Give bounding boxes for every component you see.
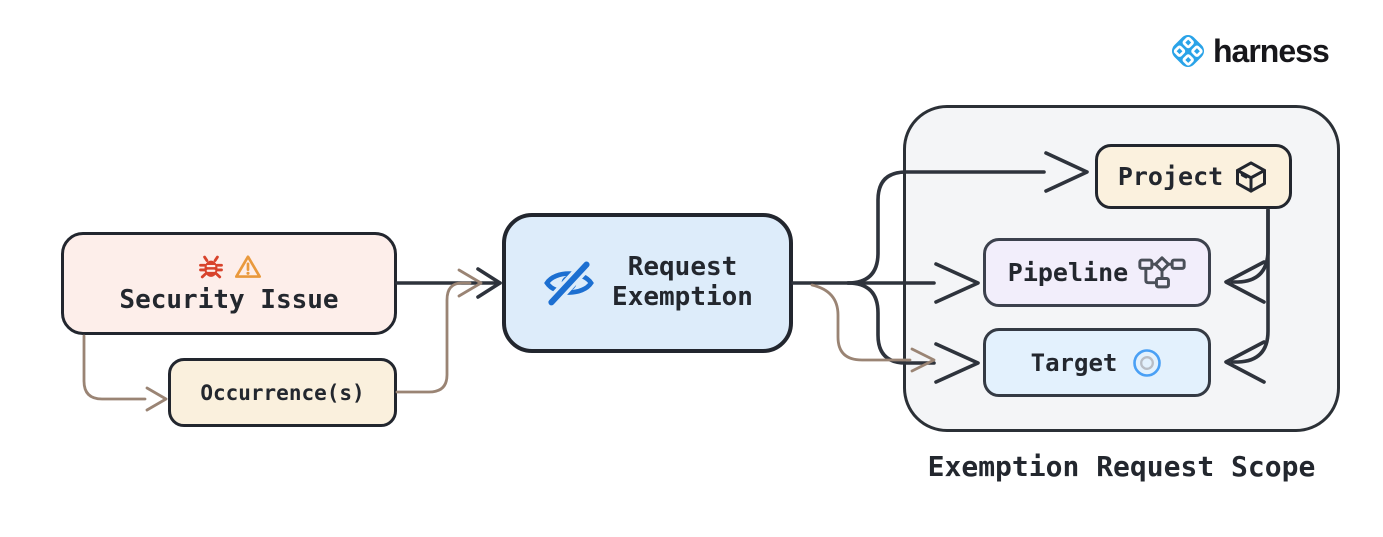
harness-logo-icon <box>1166 29 1210 73</box>
request-exemption-label: Request Exemption <box>612 252 753 313</box>
target-label: Target <box>1030 348 1118 377</box>
edge-arrowhead-request-exemption-brown <box>457 268 483 298</box>
target-icon <box>1131 347 1163 379</box>
pipeline-label: Pipeline <box>1007 258 1129 287</box>
edge-arrowhead-request-exemption-dark <box>476 267 502 299</box>
warning-icon <box>233 253 263 281</box>
node-security-issue: Security Issue <box>61 232 397 335</box>
edge-occurrences-to-request-exemption <box>395 281 472 394</box>
cube-icon <box>1233 159 1269 195</box>
bug-icon <box>196 253 226 281</box>
project-label: Project <box>1117 162 1224 191</box>
harness-logo: harness <box>1166 29 1330 73</box>
node-project: Project <box>1095 144 1292 209</box>
pipeline-icon <box>1138 255 1186 290</box>
occurrences-label: Occurrence(s) <box>200 380 365 405</box>
request-exemption-label-line1: Request <box>627 252 738 283</box>
edge-arrowhead-occurrences <box>145 386 168 412</box>
harness-wordmark: harness <box>1213 32 1330 69</box>
node-occurrences: Occurrence(s) <box>168 358 397 427</box>
request-exemption-label-line2: Exemption <box>612 282 753 312</box>
security-issue-icons <box>196 253 263 281</box>
exemption-request-scope-label: Exemption Request Scope <box>927 450 1316 483</box>
edge-security-issue-to-occurrences <box>82 334 147 401</box>
edge-occurrences-to-target <box>810 283 912 362</box>
security-issue-label: Security Issue <box>119 284 339 315</box>
eye-off-icon <box>542 256 596 310</box>
node-target: Target <box>983 328 1211 397</box>
node-request-exemption: Request Exemption <box>502 213 793 353</box>
node-pipeline: Pipeline <box>983 238 1211 307</box>
